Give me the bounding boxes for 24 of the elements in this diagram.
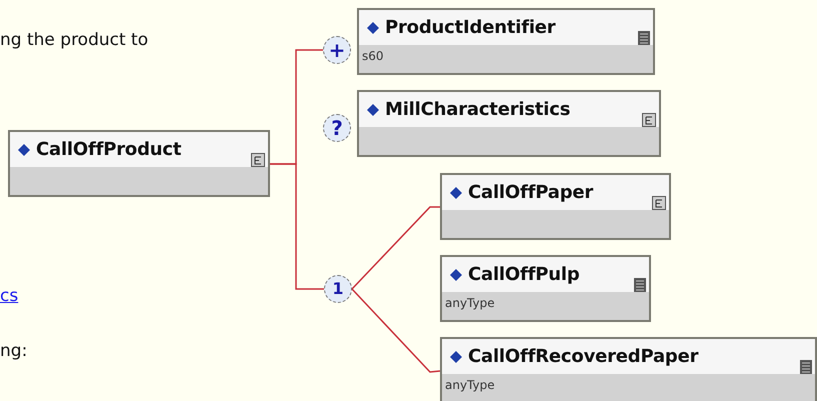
element-box <box>440 337 817 401</box>
element-box <box>357 90 661 157</box>
occurrence-circle: 1 <box>324 275 352 303</box>
occurrence-circle: + <box>323 36 351 64</box>
type-name: s60 <box>361 48 384 63</box>
body-text: ng: <box>0 341 28 361</box>
element-name: CallOffRecoveredPaper <box>468 346 698 367</box>
type-name: anyType <box>444 377 495 392</box>
connector-line <box>351 206 440 290</box>
element-name: MillCharacteristics <box>385 99 570 120</box>
element-box <box>357 8 655 75</box>
element-box <box>440 173 671 240</box>
element-name: CallOffPaper <box>468 182 594 203</box>
element-name: CallOffPulp <box>468 264 580 285</box>
element-name: CallOffProduct <box>36 139 182 160</box>
element-box <box>8 130 270 197</box>
connector-line <box>351 288 440 373</box>
occurrence-circle: ? <box>323 114 351 142</box>
element-box <box>440 255 651 322</box>
type-name: anyType <box>444 295 495 310</box>
body-text: ng the product to <box>0 30 148 50</box>
text-link: cs <box>0 286 18 306</box>
element-name: ProductIdentifier <box>385 17 556 38</box>
connector-line <box>270 163 324 290</box>
